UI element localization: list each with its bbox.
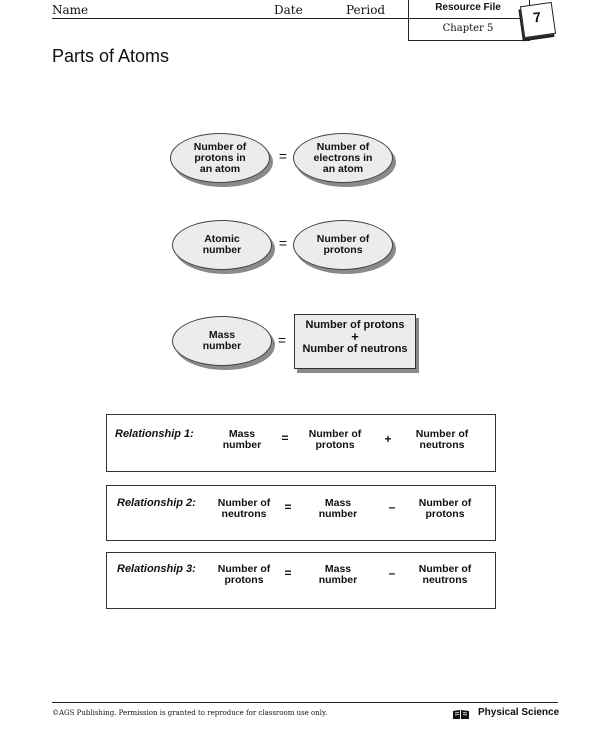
relationship-term: Number of neutrons xyxy=(217,497,271,520)
relationship-operator: = xyxy=(284,566,292,580)
header-rule xyxy=(52,18,408,19)
page-title: Parts of Atoms xyxy=(52,46,170,66)
oval-electrons-in-atom: Number of electrons in an atom xyxy=(293,133,393,183)
relationship-term: Mass number xyxy=(318,497,358,520)
relationship-box-3: Relationship 3: Number of protons = Mass… xyxy=(106,552,496,609)
date-label: Date xyxy=(274,3,303,17)
relationship-term: Number of protons xyxy=(217,563,271,586)
relationship-operator: – xyxy=(388,566,396,580)
protons-plus-neutrons-box: Number of protons + Number of neutrons xyxy=(294,314,416,369)
equals-sign: = xyxy=(277,332,287,348)
equals-sign: = xyxy=(278,148,288,164)
relationship-operator: = xyxy=(281,431,289,445)
relationship-box-2: Relationship 2: Number of neutrons = Mas… xyxy=(106,485,496,541)
oval-number-of-protons: Number of protons xyxy=(293,220,393,270)
oval-mass-number: Mass number xyxy=(172,316,272,366)
relationship-operator: + xyxy=(384,432,392,446)
relationship-operator: – xyxy=(388,500,396,514)
relationship-box-1: Relationship 1: Mass number = Number of … xyxy=(106,414,496,472)
book-icon xyxy=(453,710,469,719)
relationship-term: Number of protons xyxy=(418,497,472,520)
copyright-notice: ©AGS Publishing. Permission is granted t… xyxy=(52,709,328,717)
relationship-term: Number of neutrons xyxy=(418,563,472,586)
relationship-label: Relationship 1: xyxy=(115,428,194,440)
resource-file-label: Resource File xyxy=(435,2,501,13)
resource-file-box xyxy=(408,0,530,41)
relationship-term: Number of neutrons xyxy=(415,428,469,451)
relationship-term: Mass number xyxy=(222,428,262,451)
chapter-label: Chapter 5 xyxy=(442,23,494,34)
equals-sign: = xyxy=(278,235,288,251)
plus-sign: + xyxy=(351,329,359,344)
period-label: Period xyxy=(346,3,386,17)
oval-protons-in-atom: Number of protons in an atom xyxy=(170,133,270,183)
relationship-term: Mass number xyxy=(318,563,358,586)
footer-rule xyxy=(52,702,558,703)
relationship-term: Number of protons xyxy=(308,428,362,451)
relationship-label: Relationship 3: xyxy=(117,563,196,575)
relationship-label: Relationship 2: xyxy=(117,497,196,509)
box-line-neutrons: Number of neutrons xyxy=(302,343,408,355)
resource-file-divider xyxy=(408,18,529,19)
relationship-operator: = xyxy=(284,500,292,514)
subject-label: Physical Science xyxy=(478,707,560,718)
oval-atomic-number: Atomic number xyxy=(172,220,272,270)
box-line-protons: Number of protons xyxy=(305,319,405,331)
name-label: Name xyxy=(52,3,89,17)
